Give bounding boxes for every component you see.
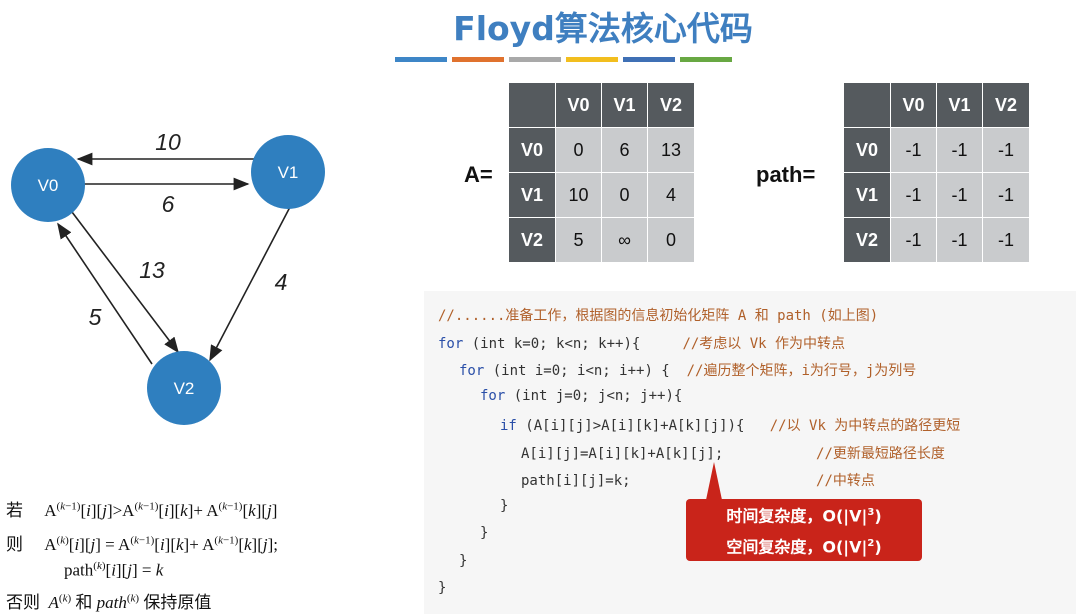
edge-v2-v0 bbox=[57, 222, 153, 365]
node-label-v2: V2 bbox=[174, 379, 195, 398]
matrix-path-corner bbox=[843, 82, 891, 128]
matrix-path-cell: -1 bbox=[936, 172, 983, 218]
matrix-a-cell: 0 bbox=[601, 172, 648, 218]
code-line: } bbox=[480, 525, 489, 541]
matrix-a-row-header: V0 bbox=[508, 127, 556, 173]
matrix-a-col-header: V1 bbox=[601, 82, 648, 128]
matrix-a-corner bbox=[508, 82, 556, 128]
formula-path: path(k)[i][j] = k bbox=[64, 560, 164, 580]
space-complexity: 空间复杂度，O(|V|2) bbox=[726, 537, 882, 557]
node-v1 bbox=[251, 135, 325, 209]
matrix-a-col-header: V0 bbox=[555, 82, 602, 128]
edge-label-5: 5 bbox=[89, 304, 102, 330]
matrix-path-label: path= bbox=[756, 162, 816, 187]
matrix-a-cell: 5 bbox=[555, 217, 602, 263]
code-line: A[i][j]=A[i][k]+A[k][j]; //更新最短路径长度 bbox=[521, 445, 945, 462]
matrix-path-col-header: V2 bbox=[982, 82, 1030, 128]
formula-then: 则 A(k)[i][j] = A(k−1)[i][k]+ A(k−1)[k][j… bbox=[6, 534, 278, 554]
edge-label-10: 10 bbox=[155, 129, 181, 155]
code-line: } bbox=[459, 552, 468, 569]
matrix-path-row-header: V2 bbox=[843, 217, 891, 263]
matrix-a-row-header: V1 bbox=[508, 172, 556, 218]
matrix-a-row-header: V2 bbox=[508, 217, 556, 263]
graph-diagram: V0 V1 V2 10 6 13 4 5 bbox=[11, 129, 325, 425]
matrix-a-cell: 0 bbox=[555, 127, 602, 173]
node-label-v0: V0 bbox=[38, 176, 59, 195]
node-v0 bbox=[11, 148, 85, 222]
underline-bar bbox=[623, 57, 675, 62]
matrix-a-cell: ∞ bbox=[601, 217, 648, 263]
edge-label-6: 6 bbox=[162, 191, 175, 217]
complexity-callout: 时间复杂度，O(|V|3) 空间复杂度，O(|V|2) bbox=[686, 499, 922, 561]
matrix-a-cell: 13 bbox=[647, 127, 695, 173]
underline-bar bbox=[395, 57, 447, 62]
matrix-a-cell: 4 bbox=[647, 172, 695, 218]
edge-v0-v2 bbox=[71, 211, 179, 354]
code-line: path[i][j]=k; //中转点 bbox=[521, 473, 875, 489]
callout-pointer bbox=[706, 462, 722, 500]
code-line: //......准备工作，根据图的信息初始化矩阵 A 和 path (如上图) bbox=[438, 308, 879, 324]
code-line: if (A[i][j]>A[i][k]+A[k][j]){ //以 Vk 为中转… bbox=[500, 418, 961, 434]
matrix-path-row-header: V1 bbox=[843, 172, 891, 218]
matrix-path-cell: -1 bbox=[890, 217, 937, 263]
matrix-a-label: A= bbox=[464, 162, 493, 187]
edge-v1-v2 bbox=[209, 206, 291, 362]
matrix-path-cell: -1 bbox=[982, 127, 1030, 173]
formula-if: 若 A(k−1)[i][j]>A(k−1)[i][k]+ A(k−1)[k][j… bbox=[6, 500, 278, 520]
matrix-a-cell: 10 bbox=[555, 172, 602, 218]
matrix-a-cell: 6 bbox=[601, 127, 648, 173]
code-line: } bbox=[500, 497, 509, 514]
code-line: for (int i=0; i<n; i++) { //遍历整个矩阵，i为行号，… bbox=[459, 363, 917, 379]
time-complexity: 时间复杂度，O(|V|3) bbox=[726, 506, 882, 526]
matrix-a-cell: 0 bbox=[647, 217, 695, 263]
matrix-path-cell: -1 bbox=[890, 172, 937, 218]
code-line: for (int k=0; k<n; k++){ //考虑以 Vk 作为中转点 bbox=[438, 335, 846, 352]
matrix-path-cell: -1 bbox=[936, 217, 983, 263]
matrix-path-row-header: V0 bbox=[843, 127, 891, 173]
matrix-a-col-header: V2 bbox=[647, 82, 695, 128]
matrix-path-col-header: V0 bbox=[890, 82, 937, 128]
matrix-path-cell: -1 bbox=[936, 127, 983, 173]
matrix-path-cell: -1 bbox=[890, 127, 937, 173]
underline-bar bbox=[680, 57, 732, 62]
node-label-v1: V1 bbox=[278, 163, 299, 182]
code-line: } bbox=[438, 580, 447, 596]
node-v2 bbox=[147, 351, 221, 425]
formula-else: 否则 A(k) 和 path(k) 保持原值 bbox=[6, 592, 212, 612]
matrix-path-cell: -1 bbox=[982, 217, 1030, 263]
underline-bar bbox=[566, 57, 618, 62]
edge-label-13: 13 bbox=[139, 257, 165, 283]
matrix-path-cell: -1 bbox=[982, 172, 1030, 218]
code-line: for (int j=0; j<n; j++){ bbox=[480, 387, 683, 404]
page-title: Floyd算法核心代码 bbox=[453, 9, 753, 48]
underline-bar bbox=[452, 57, 504, 62]
matrix-path-col-header: V1 bbox=[936, 82, 983, 128]
underline-bar bbox=[509, 57, 561, 62]
edge-label-4: 4 bbox=[275, 269, 288, 295]
